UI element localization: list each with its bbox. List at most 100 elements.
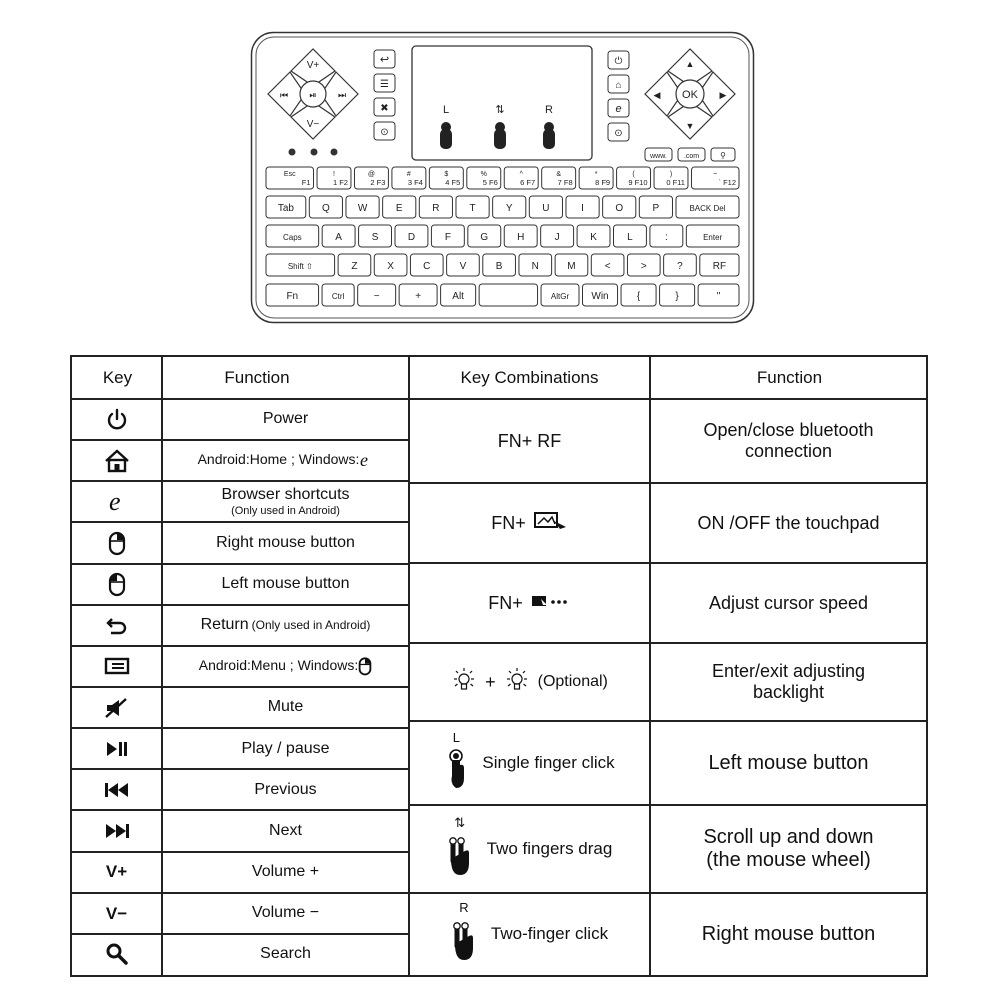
key-label: Enter: [703, 233, 722, 242]
key-cap: [409, 253, 444, 277]
key-label: C: [423, 261, 430, 272]
key-cap: [391, 166, 427, 190]
function-text: Android:Menu ; Windows:: [198, 657, 359, 674]
key-label: A: [335, 232, 342, 243]
nav-dpad: [644, 48, 736, 140]
key-label: R: [432, 203, 439, 214]
key-label: ): [670, 171, 672, 178]
key-cap: [554, 253, 589, 277]
key-label: Z: [351, 261, 357, 272]
key-label: AltGr: [551, 292, 570, 301]
key-label: M: [567, 261, 575, 272]
key-cap: [466, 166, 502, 190]
svg-text:e: e: [360, 451, 368, 469]
key-label: {: [637, 291, 641, 302]
left-small-keys: [373, 49, 396, 141]
combo-function-text: Scroll up and down (the mouse wheel): [703, 826, 874, 871]
key-sublabel: 1 F2: [333, 178, 348, 187]
key-cap: [590, 253, 625, 277]
key-cap: [685, 224, 740, 248]
key-sublabel: 7 F8: [558, 178, 573, 187]
function-text: Volume −: [251, 904, 320, 922]
key-label: E: [396, 203, 403, 214]
key-cap: [663, 253, 697, 277]
svg-text:e: e: [109, 489, 121, 515]
key-cap: [265, 195, 307, 219]
right-small-keys: [607, 50, 630, 142]
key-label: ~: [713, 171, 717, 178]
key-label: ^: [520, 171, 524, 178]
legend-table: Key Function Key Combinations Function P…: [70, 355, 928, 977]
key-cap: [620, 283, 657, 307]
key-cap: [503, 224, 538, 248]
combo-function-text: Open/close bluetooth connection: [703, 420, 874, 461]
combo-cell: FN+: [410, 483, 649, 563]
key-label: S: [372, 232, 379, 243]
combo-function-text: Enter/exit adjusting backlight: [711, 661, 866, 702]
key-cap: [358, 224, 393, 248]
key-sublabel: 5 F6: [483, 178, 498, 187]
function-cell: Return(Only used in Android): [163, 605, 408, 646]
key-cap: [699, 253, 740, 277]
key-label: Tab: [278, 203, 295, 214]
web-keys: [644, 147, 736, 162]
header-function-2: Function: [756, 368, 823, 388]
combo-function-cell: Enter/exit adjusting backlight: [651, 643, 926, 721]
combo-function-cell: Open/close bluetooth connection: [651, 399, 926, 483]
key-label: Caps: [283, 233, 302, 242]
key-label: ": [717, 291, 721, 302]
key-cap: [398, 283, 438, 307]
key-cap: [478, 283, 539, 307]
www-key: www.: [649, 153, 667, 160]
combo-function-text: Left mouse button: [708, 751, 869, 774]
mute-key-icon: ✖: [380, 103, 388, 114]
touch-drag-label: ⇅: [495, 104, 504, 116]
function-cell: Right mouse button: [163, 522, 408, 563]
combo-function-cell: Right mouse button: [651, 893, 926, 975]
key-cap: [394, 224, 429, 248]
key-cap: [482, 253, 516, 277]
key-label: −: [374, 291, 380, 302]
key-label: Fn: [286, 291, 298, 302]
media-dpad: [267, 48, 359, 140]
key-label: I: [581, 203, 584, 214]
key-label: J: [555, 232, 560, 243]
key-cap: [626, 253, 661, 277]
key-sublabel: 6 F7: [520, 178, 535, 187]
key-cap: [518, 253, 553, 277]
key-label: Alt: [452, 291, 464, 302]
key-cap: [265, 166, 315, 190]
browser-e-icon: e: [72, 481, 161, 522]
combo-text: Two fingers drag: [486, 839, 613, 859]
function-cell: Left mouse button: [163, 564, 408, 605]
arrow-down-icon: ▼: [686, 121, 695, 131]
function-note: (Only used in Android): [251, 618, 371, 633]
combo-cell: FN+ RF: [410, 399, 649, 483]
prev-icon: ⏮: [280, 90, 288, 100]
key-cap: [613, 224, 647, 248]
single-finger-icon: [444, 746, 468, 795]
combo-function-cell: Scroll up and down (the mouse wheel): [651, 805, 926, 893]
key-label: N: [532, 261, 539, 272]
key-sublabel: ` F12: [718, 178, 736, 187]
key-cap: [345, 195, 380, 219]
keyboard-illustration: V+ V− ⏮ ⏭ ⏯ ↩ ☰ ✖ ⊙ L ⇅ R ⏻ ⌂ e ⊙: [250, 31, 755, 324]
combo-text: FN+ RF: [497, 430, 562, 451]
key-label: G: [480, 232, 488, 243]
combo-text: +: [485, 671, 496, 692]
key-label: T: [470, 203, 476, 214]
key-sublabel: 9 F10: [628, 178, 647, 187]
key-cap: [616, 166, 652, 190]
two-finger-icon: [451, 916, 477, 967]
search-key-icon: ⚲: [720, 151, 726, 160]
browser-key-icon: e: [615, 103, 621, 115]
key-label: !: [333, 171, 335, 178]
ok-label: OK: [682, 89, 699, 101]
key-sublabel: 0 F11: [666, 178, 685, 187]
mouse-right-icon: [358, 657, 372, 676]
next-icon: [72, 810, 161, 851]
key-label: L: [627, 232, 633, 243]
menu-icon: [72, 646, 161, 687]
key-cap: [428, 166, 464, 190]
function-text: Right mouse button: [216, 533, 355, 551]
